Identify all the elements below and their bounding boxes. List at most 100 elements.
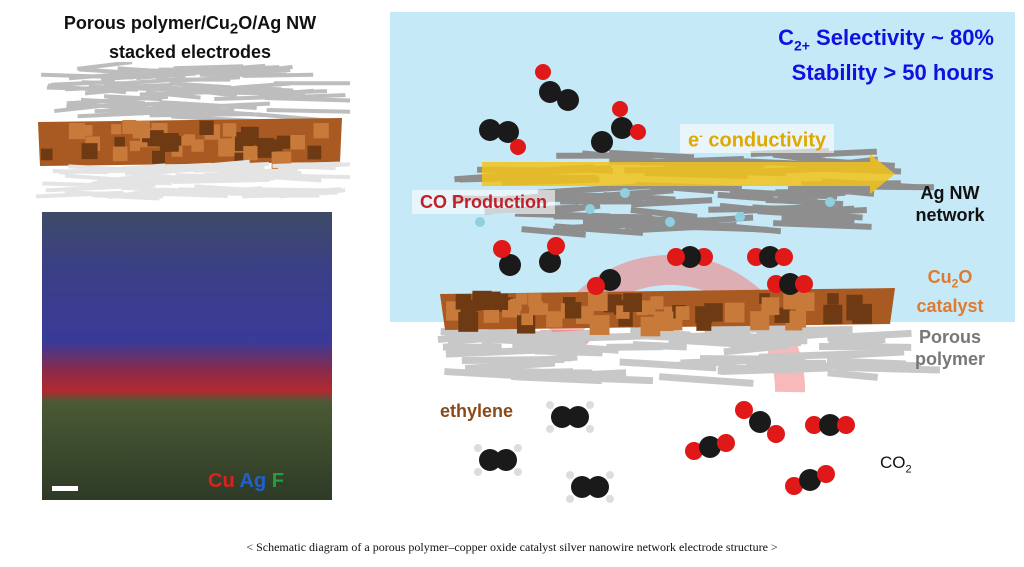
wire	[277, 162, 350, 171]
wire	[606, 343, 664, 351]
wire	[658, 373, 754, 387]
reaction-schematic	[437, 64, 940, 503]
label-text: Cu	[927, 267, 952, 287]
wire	[694, 224, 750, 232]
label-text: CO	[880, 453, 906, 472]
atom	[474, 444, 482, 452]
wire	[199, 186, 263, 196]
atom	[479, 119, 501, 141]
wire	[773, 220, 872, 230]
wire	[608, 149, 695, 161]
selectivity-text: Selectivity ~ 80%	[809, 25, 994, 50]
crystal	[783, 291, 802, 310]
crystal	[653, 311, 674, 332]
crystal	[650, 296, 664, 310]
wire	[272, 173, 350, 180]
atom	[699, 436, 721, 458]
electron	[825, 197, 835, 207]
crystal	[114, 136, 126, 148]
crystal	[675, 306, 690, 320]
crystal	[623, 293, 642, 313]
wire	[103, 94, 163, 102]
wire	[717, 191, 774, 202]
atom	[557, 89, 579, 111]
wire	[630, 207, 698, 220]
wire	[152, 172, 226, 182]
crystal	[199, 120, 214, 135]
wire	[149, 112, 253, 118]
wire	[91, 191, 164, 198]
atom	[717, 434, 735, 452]
wire	[582, 216, 678, 226]
wire	[218, 168, 277, 178]
atom	[587, 476, 609, 498]
wire	[464, 359, 556, 372]
atom	[795, 275, 813, 293]
crystal	[750, 311, 770, 331]
porous-polymer-label: Porous polymer	[895, 326, 1005, 370]
atom	[606, 495, 614, 503]
crystal	[589, 315, 610, 335]
label-text: network	[915, 205, 985, 225]
label-text: catalyst	[916, 295, 984, 316]
wire	[159, 100, 257, 110]
wire	[242, 72, 314, 78]
atom	[775, 248, 793, 266]
atom	[479, 449, 501, 471]
wire	[279, 188, 346, 199]
crystal	[147, 130, 164, 147]
figure-caption: < Schematic diagram of a porous polymer–…	[246, 540, 778, 554]
crystal	[846, 309, 858, 321]
title-text: stacked electrodes	[108, 41, 272, 62]
wire	[76, 62, 133, 71]
wire	[580, 374, 654, 385]
atom	[539, 81, 561, 103]
conductivity-arrow	[482, 154, 895, 194]
crystal	[112, 146, 128, 162]
atom	[551, 406, 573, 428]
crystal	[823, 304, 843, 324]
wire	[111, 108, 198, 115]
wire	[521, 226, 586, 238]
crystal	[516, 293, 528, 305]
atom	[837, 416, 855, 434]
atom	[546, 401, 554, 409]
crystal	[827, 293, 839, 305]
label-superscript: -	[699, 130, 703, 142]
wire	[496, 368, 574, 377]
wire	[537, 182, 648, 196]
crystal	[40, 148, 53, 161]
wire	[670, 330, 751, 341]
atom	[495, 449, 517, 471]
atom	[474, 468, 482, 476]
ethylene-label: ethylene	[440, 401, 514, 421]
wire	[147, 101, 219, 112]
atom	[586, 401, 594, 409]
crystal	[81, 143, 98, 160]
crystal	[695, 306, 713, 324]
crystal	[529, 301, 544, 316]
wire	[218, 89, 282, 96]
crystal	[222, 123, 237, 137]
atom	[547, 237, 565, 255]
atom	[535, 64, 551, 80]
crystal	[307, 145, 322, 160]
wire	[603, 192, 676, 203]
sem-cross-section-image	[42, 212, 332, 500]
crystal	[152, 150, 166, 164]
wire	[41, 72, 134, 80]
crystal	[564, 302, 582, 319]
atom	[510, 139, 526, 155]
ag-nanowire-layer	[41, 62, 350, 124]
stacked-electrode-illustration	[35, 62, 350, 201]
crystal	[270, 139, 283, 152]
crystal	[789, 310, 807, 328]
performance-metrics: C2+ Selectivity ~ 80% Stability > 50 hou…	[778, 24, 994, 87]
wire	[136, 69, 210, 81]
wire	[445, 346, 545, 358]
atom	[499, 254, 521, 276]
label-text: O	[958, 267, 973, 287]
wire	[235, 81, 291, 90]
co-production-label: CO Production	[412, 190, 555, 214]
